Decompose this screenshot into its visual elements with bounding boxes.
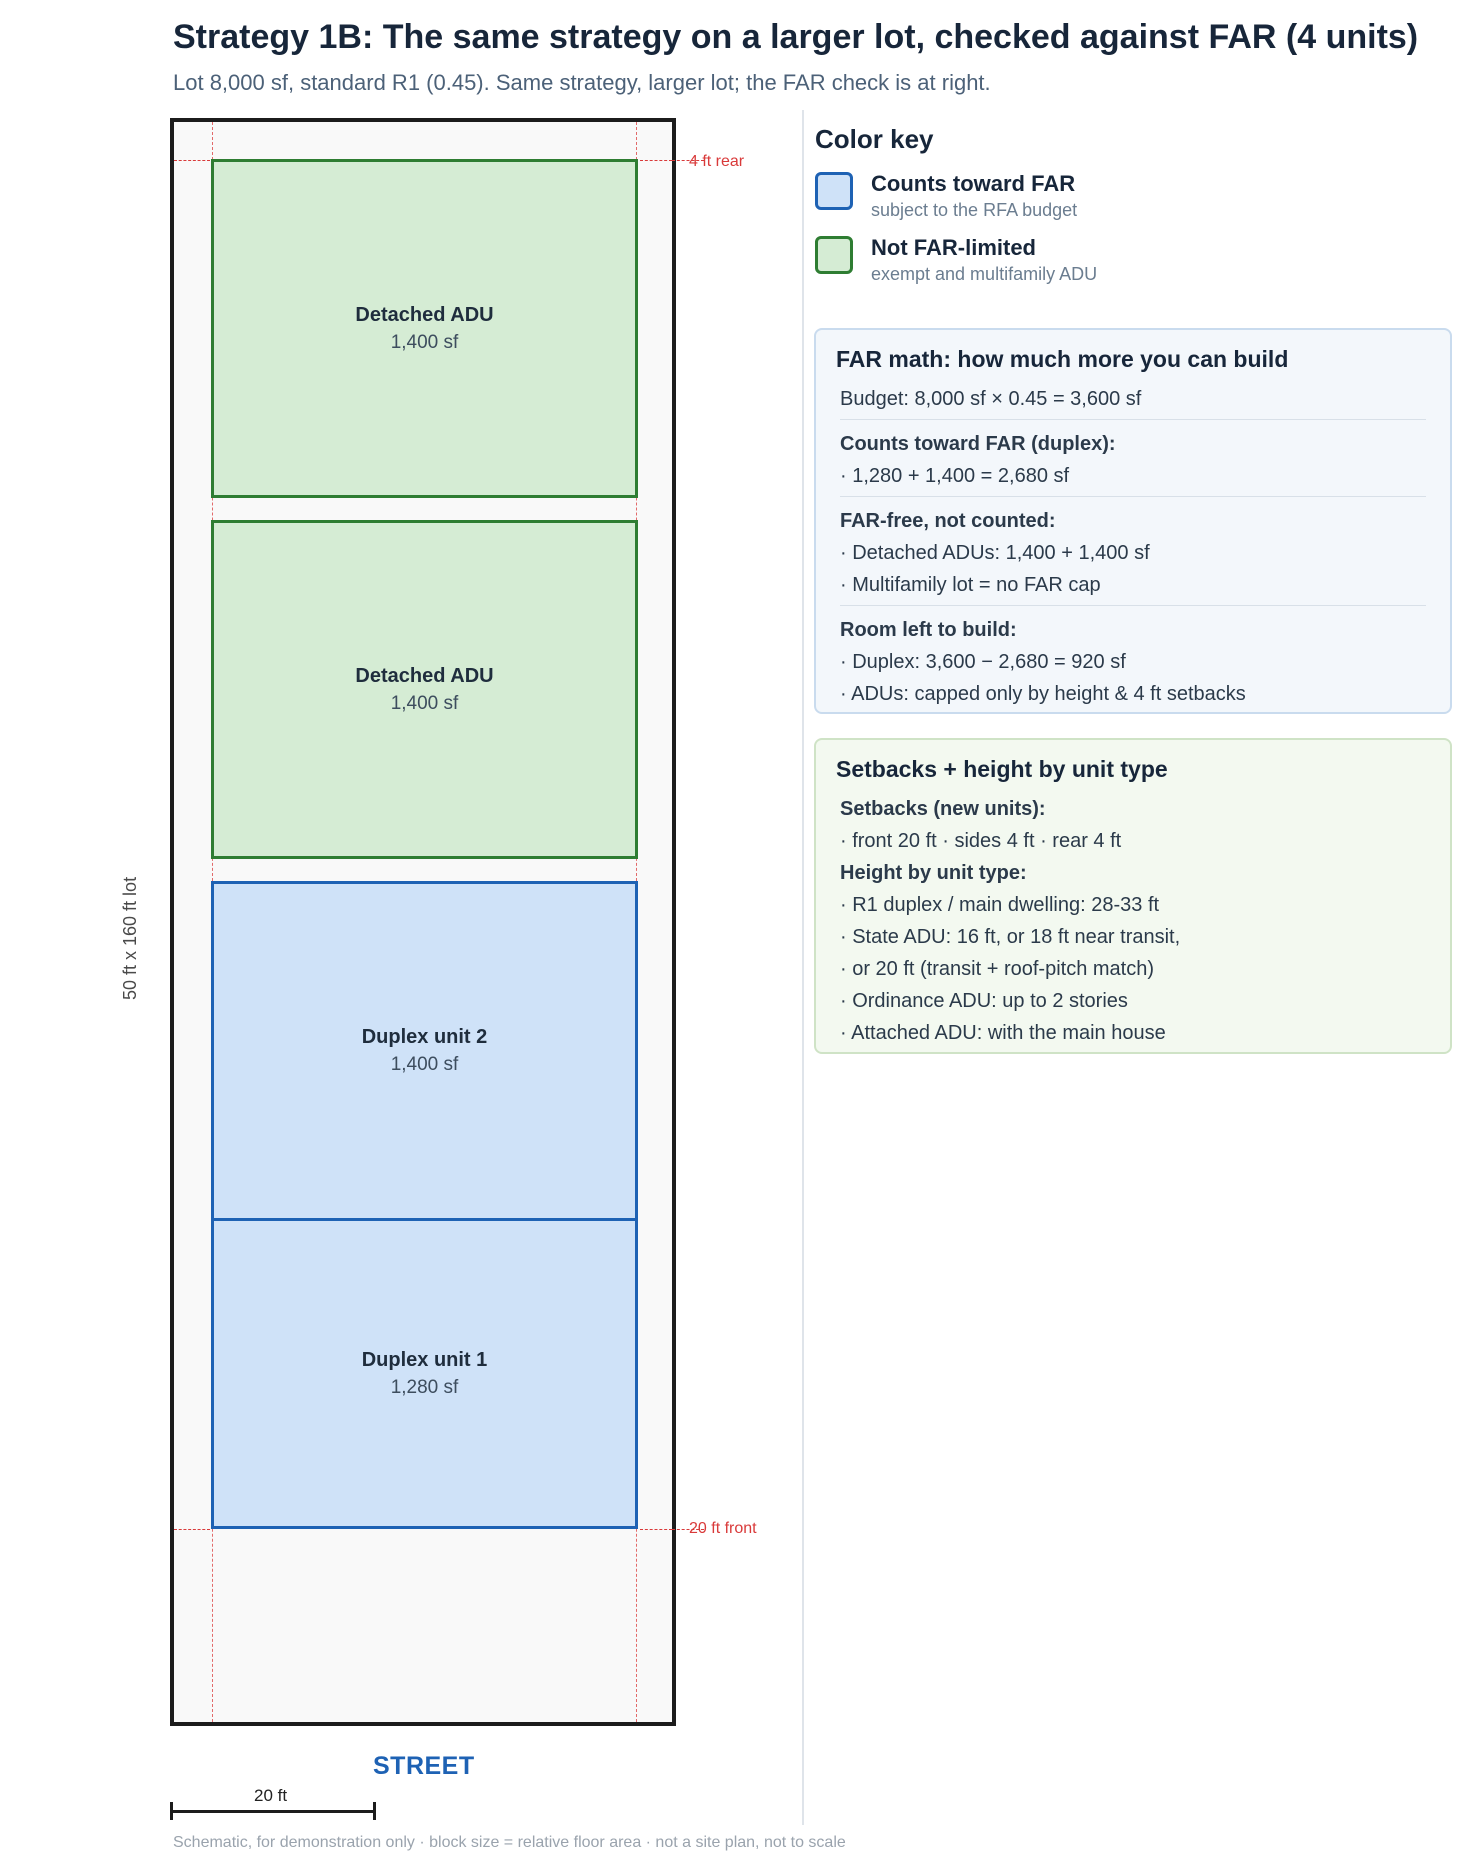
block-name: Detached ADU bbox=[355, 303, 494, 326]
far-exempt-sub: exempt and multifamily ADU bbox=[871, 264, 1098, 284]
far-room-item: · ADUs: capped only by height & 4 ft set… bbox=[840, 683, 1246, 705]
far-room-heading: Room left to build: bbox=[840, 619, 1017, 641]
block-name: Duplex unit 1 bbox=[361, 1348, 488, 1371]
front-setback-line-left bbox=[174, 1529, 210, 1530]
front-setback-label: 20 ft front bbox=[689, 1520, 757, 1537]
divider bbox=[840, 496, 1426, 497]
far-counted-label: Counts toward FAR bbox=[871, 171, 1076, 196]
far-math-panel: FAR math: how much more you can build Bu… bbox=[814, 328, 1452, 714]
lot-dimension-label: 50 ft x 160 ft lot bbox=[120, 876, 140, 1000]
rear-setback-line-left bbox=[174, 160, 210, 161]
footnote: Schematic, for demonstration only · bloc… bbox=[173, 1834, 846, 1851]
far-counted-sub: subject to the RFA budget bbox=[871, 200, 1078, 220]
far-exempt-label: Not FAR-limited bbox=[871, 235, 1036, 260]
rear-setback-leader bbox=[672, 160, 704, 161]
far-free-item: · Multifamily lot = no FAR cap bbox=[840, 574, 1101, 596]
column-divider bbox=[802, 110, 804, 1825]
far-counts-item: · 1,280 + 1,400 = 2,680 sf bbox=[840, 465, 1070, 487]
far-panel-title: FAR math: how much more you can build bbox=[836, 346, 1289, 372]
street-label: STREET bbox=[373, 1752, 475, 1780]
scale-bar bbox=[170, 1810, 374, 1813]
block-area: 1,400 sf bbox=[390, 1054, 459, 1075]
block-name: Detached ADU bbox=[355, 664, 494, 687]
block-name: Duplex unit 2 bbox=[361, 1026, 488, 1048]
far-exempt-swatch bbox=[815, 236, 853, 274]
height-heading: Height by unit type: bbox=[840, 862, 1027, 884]
block-area: 1,280 sf bbox=[390, 1376, 459, 1398]
front-setback-leader bbox=[672, 1529, 704, 1530]
setbacks-heading: Setbacks (new units): bbox=[840, 798, 1046, 820]
height-item: · Ordinance ADU: up to 2 stories bbox=[840, 990, 1128, 1012]
far-counted-swatch bbox=[815, 172, 853, 210]
far-free-heading: FAR-free, not counted: bbox=[840, 510, 1056, 532]
far-room-item: · Duplex: 3,600 − 2,680 = 920 sf bbox=[840, 651, 1126, 673]
duplex-unit-2-block: Duplex unit 2 1,400 sf bbox=[211, 881, 638, 1221]
rear-setback-label: 4 ft rear bbox=[689, 153, 745, 170]
rear-setback-line-right bbox=[640, 160, 672, 161]
detached-adu-block: Detached ADU 1,400 sf bbox=[211, 520, 638, 859]
height-item: · or 20 ft (transit + roof-pitch match) bbox=[840, 958, 1154, 980]
scale-bar-tick-right bbox=[373, 1802, 376, 1820]
block-area: 1,400 sf bbox=[390, 692, 459, 714]
divider bbox=[840, 419, 1426, 420]
height-item: · Attached ADU: with the main house bbox=[840, 1022, 1166, 1044]
height-item: · R1 duplex / main dwelling: 28-33 ft bbox=[840, 894, 1160, 916]
page-title: Strategy 1B: The same strategy on a larg… bbox=[173, 18, 1419, 56]
height-item: · State ADU: 16 ft, or 18 ft near transi… bbox=[840, 926, 1181, 948]
setbacks-panel-title: Setbacks + height by unit type bbox=[836, 756, 1168, 782]
far-free-item: · Detached ADUs: 1,400 + 1,400 sf bbox=[840, 542, 1150, 564]
setbacks-height-panel: Setbacks + height by unit type Setbacks … bbox=[814, 738, 1452, 1054]
setbacks-item: · front 20 ft · sides 4 ft · rear 4 ft bbox=[840, 830, 1122, 852]
front-setback-line-right bbox=[640, 1529, 672, 1530]
scale-bar-tick-left bbox=[170, 1802, 173, 1820]
far-counts-heading: Counts toward FAR (duplex): bbox=[840, 433, 1116, 455]
detached-adu-block: Detached ADU 1,400 sf bbox=[211, 159, 638, 498]
far-budget: Budget: 8,000 sf × 0.45 = 3,600 sf bbox=[840, 388, 1142, 410]
divider bbox=[840, 605, 1426, 606]
duplex-unit-1-block: Duplex unit 1 1,280 sf bbox=[211, 1218, 638, 1529]
scale-bar-label: 20 ft bbox=[254, 1786, 288, 1805]
color-key-title: Color key bbox=[815, 124, 934, 154]
page-subtitle: Lot 8,000 sf, standard R1 (0.45). Same s… bbox=[173, 70, 991, 95]
block-area: 1,400 sf bbox=[390, 331, 459, 353]
